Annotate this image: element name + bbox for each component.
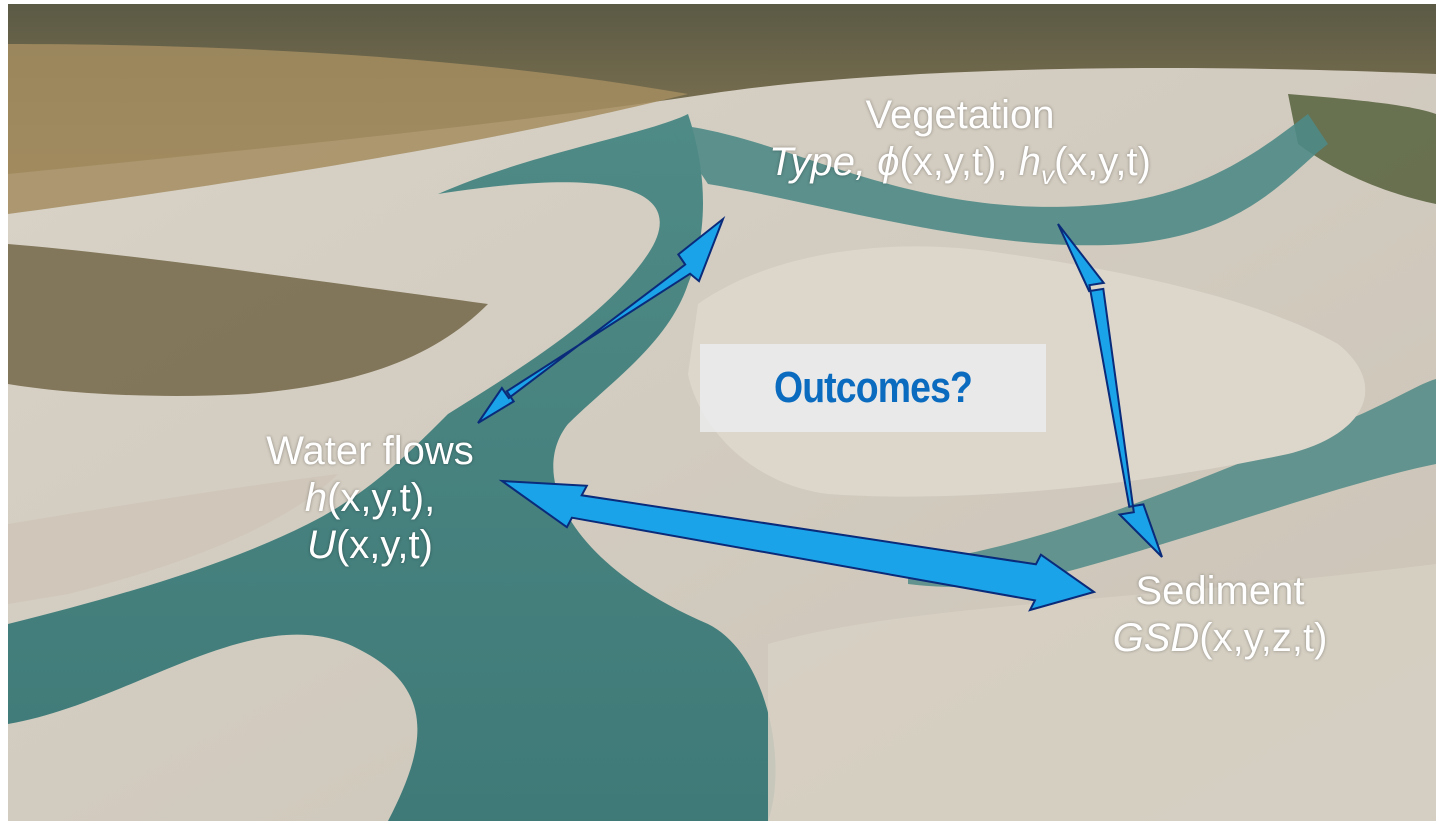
vegetation-phi-args: (x,y,t),: [899, 139, 1019, 184]
water-depth-variable: h(x,y,t),: [190, 475, 550, 522]
river-channel-main: [8, 114, 776, 821]
river-channel-upper: [668, 114, 1328, 246]
water-depth-symbol: h: [304, 475, 328, 520]
water-flows-node: Water flows h(x,y,t), U(x,y,t): [190, 428, 550, 568]
vegetation-height-args: (x,y,t): [1053, 139, 1151, 184]
trees-left: [8, 244, 488, 396]
water-velocity-variable: U(x,y,t): [190, 522, 550, 569]
water-velocity-symbol: U: [307, 522, 336, 567]
water-flows-title: Water flows: [266, 429, 474, 473]
sediment-variable: GSD(x,y,z,t): [1040, 615, 1400, 662]
water-depth-args: (x,y,t),: [327, 475, 436, 520]
gravel-foreground-right: [768, 564, 1436, 821]
fields-left: [8, 44, 688, 214]
outcomes-backdrop: [700, 344, 1046, 432]
sediment-title: Sediment: [1135, 569, 1305, 613]
sediment-gsd-symbol: GSD: [1112, 615, 1200, 660]
river-background-photo: [8, 4, 1436, 821]
sediment-gsd-args: (x,y,z,t): [1199, 615, 1328, 660]
outcomes-label: Outcomes?: [773, 363, 973, 412]
vegetation-type-term: Type,: [769, 139, 867, 184]
treeline-right: [1288, 94, 1436, 204]
gravel-foreground-left: [8, 474, 338, 604]
arrow-vegetation-sediment: [1057, 223, 1163, 558]
sediment-node: Sediment GSD(x,y,z,t): [1040, 568, 1400, 662]
vegetation-title: Vegetation: [865, 93, 1055, 137]
water-velocity-args: (x,y,t): [335, 522, 433, 567]
vegetation-phi-symbol: ϕ: [877, 139, 900, 184]
vegetation-variables: Type, ϕ(x,y,t), hv(x,y,t): [690, 139, 1230, 190]
vegetation-node: Vegetation Type, ϕ(x,y,t), hv(x,y,t): [690, 92, 1230, 190]
vegetation-height-subscript: v: [1040, 159, 1054, 190]
arrow-water-sediment: [498, 479, 1097, 612]
vegetation-height-symbol: h: [1018, 139, 1041, 184]
arrow-vegetation-water: [477, 215, 726, 424]
